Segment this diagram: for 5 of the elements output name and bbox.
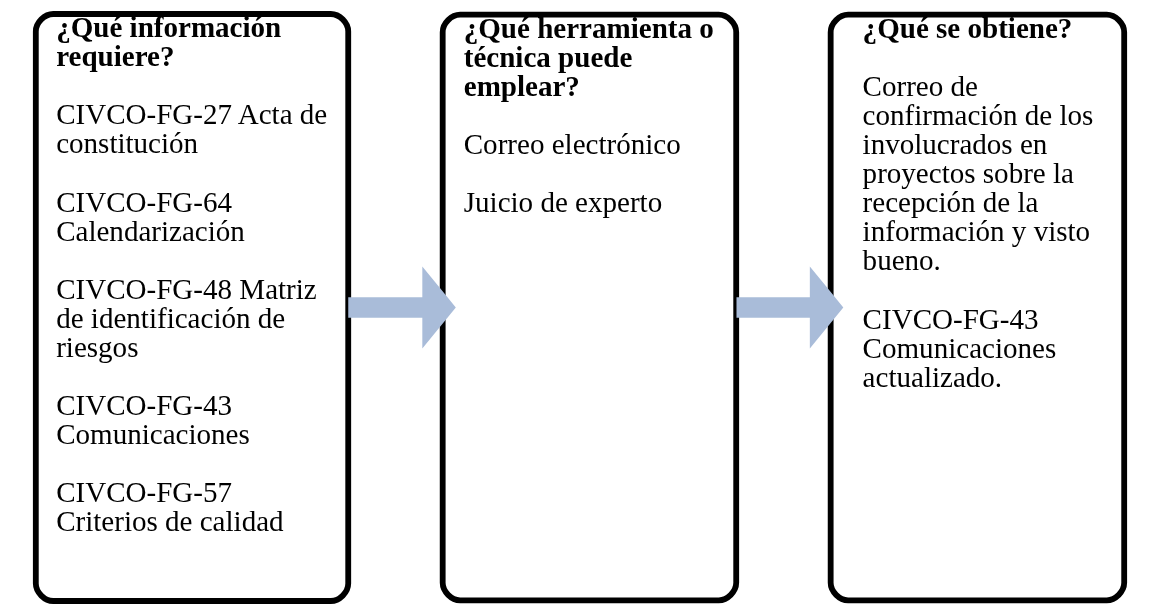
node-box: ¿Qué información requiere? CIVCO-FG-27 Acta de constitución CIVCO-FG-64 Calendarización CIVCO-FG-48 Matriz de identificación de riesgos CIVCO-FG-43 Comunicaciones CIVCO-FG-57 Criterios de calidad (32, 11, 352, 604)
node-box: ¿Qué herramienta o técnica puede emplear? Correo electrónico Juicio de experto (439, 11, 740, 604)
arrow (348, 266, 456, 349)
node-box: ¿Qué se obtiene? Correo de confirmación de los involucrados en proyectos sobre la recepción de la información y visto bueno. CIVCO-FG-43 Comunicaciones actualizado. (827, 11, 1128, 604)
arrow (736, 266, 844, 349)
